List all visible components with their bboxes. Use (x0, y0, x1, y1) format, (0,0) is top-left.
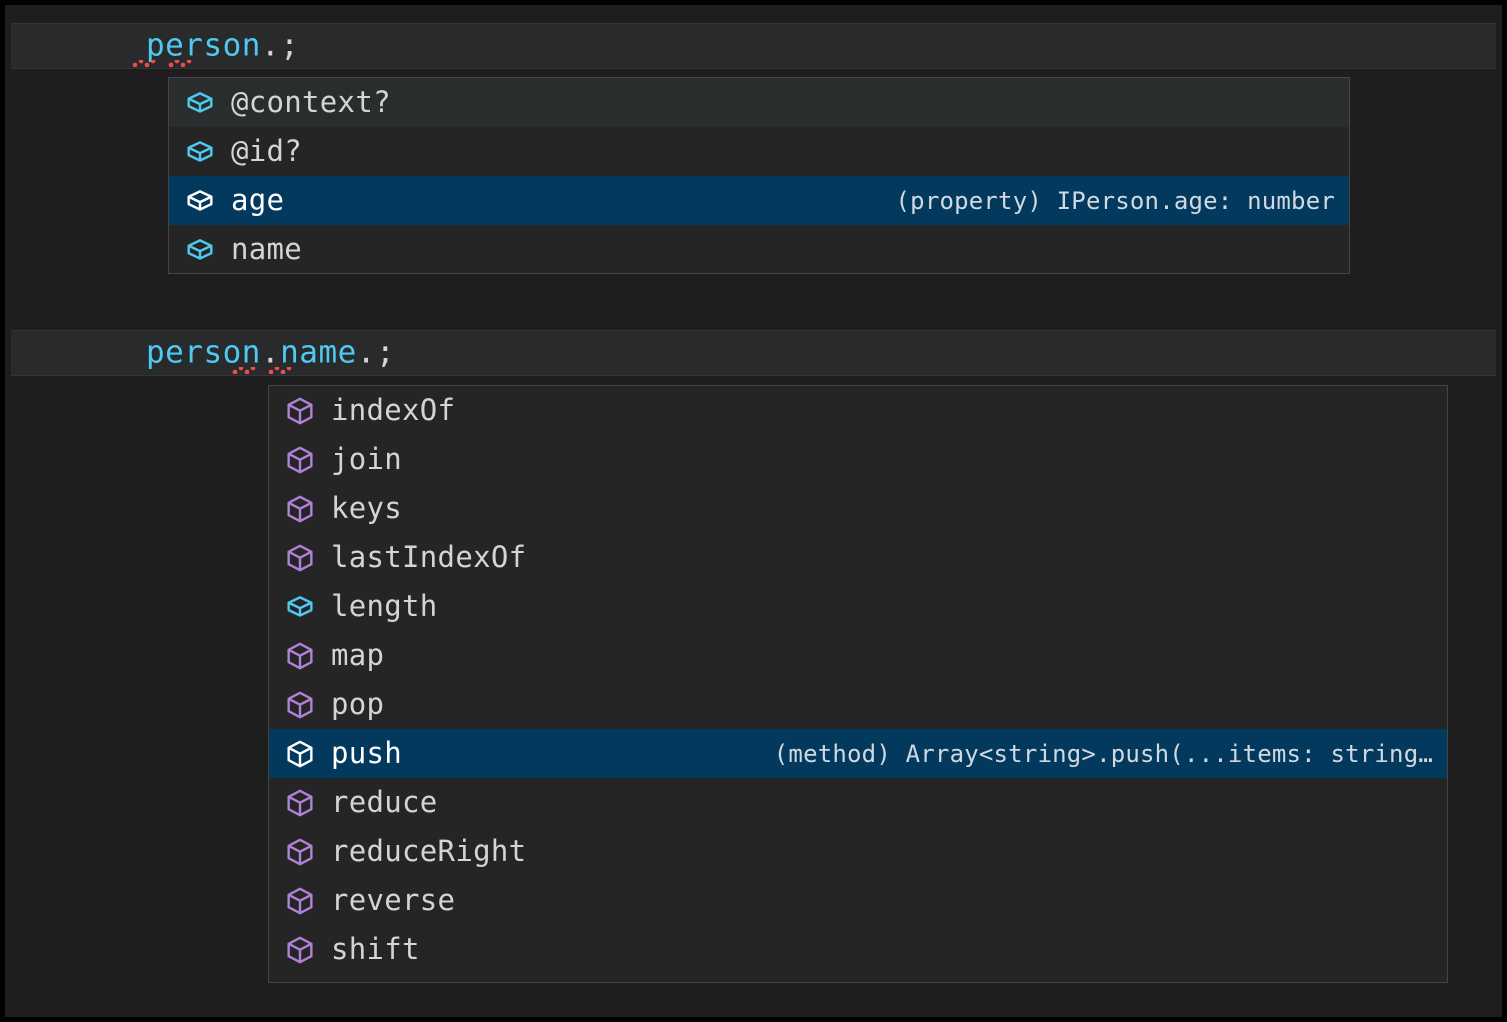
method-cube-icon (287, 789, 313, 816)
suggestion-item-label: length (331, 589, 438, 623)
property-cube-icon (187, 91, 213, 113)
suggestion-item-label: reverse (331, 883, 456, 917)
suggestion-item-label: @id? (231, 134, 303, 168)
method-cube-icon (287, 446, 313, 473)
suggestion-item-keys[interactable]: keys (269, 484, 1447, 533)
suggestion-item-lastindexof[interactable]: lastIndexOf (269, 533, 1447, 582)
suggestion-item-label: name (231, 232, 303, 266)
suggestion-item-label: @context? (231, 85, 391, 119)
method-cube-icon (287, 495, 313, 522)
suggestion-item-detail: (property) IPerson.age: number (895, 186, 1335, 215)
token-punctuation-dot-semicolon: .; (260, 27, 300, 64)
suggestion-item-reduceright[interactable]: reduceRight (269, 827, 1447, 876)
suggestion-item-context[interactable]: @context? (169, 78, 1349, 127)
method-cube-icon (287, 397, 313, 424)
suggestion-item-indexof[interactable]: indexOf (269, 386, 1447, 435)
suggestion-item-age[interactable]: age (property) IPerson.age: number (169, 176, 1349, 225)
suggestion-item-label: age (231, 183, 285, 217)
editor-line-1[interactable]: person.; (11, 23, 1496, 69)
method-cube-icon (287, 936, 313, 963)
token-identifier-name: name (280, 334, 357, 371)
property-cube-icon (187, 189, 213, 211)
suggestion-item-id[interactable]: @id? (169, 127, 1349, 176)
suggestion-item-push[interactable]: push (method) Array<string>.push(...item… (269, 729, 1447, 778)
method-cube-icon (287, 740, 313, 767)
suggestion-popup-person-members[interactable]: @context? @id? age (property) (168, 77, 1350, 274)
token-identifier-person: person (145, 334, 261, 371)
method-cube-icon (287, 838, 313, 865)
suggestion-item-shift[interactable]: shift (269, 925, 1447, 974)
suggestion-item-label: indexOf (331, 393, 456, 427)
token-punctuation-dot-semicolon: .; (356, 334, 396, 371)
token-punctuation-dot: . (260, 334, 281, 371)
method-cube-icon (287, 691, 313, 718)
suggestion-popup-name-members[interactable]: indexOf join keys (268, 385, 1448, 983)
suggestion-item-name[interactable]: name (169, 225, 1349, 273)
editor-line-2-text: person.name.; (31, 307, 395, 400)
suggestion-item-join[interactable]: join (269, 435, 1447, 484)
suggestion-item-detail: (method) Array<string>.push(...items: st… (773, 739, 1433, 768)
suggestion-item-label: shift (331, 932, 420, 966)
property-cube-icon (187, 140, 213, 162)
property-cube-icon (187, 238, 213, 260)
suggestion-item-label: keys (331, 491, 403, 525)
token-identifier-person: person (145, 27, 261, 64)
suggestion-item-label: pop (331, 687, 385, 721)
editor-line-2[interactable]: person.name.; (11, 330, 1496, 376)
suggestion-item-label: reduce (331, 785, 438, 819)
suggestion-item-label: lastIndexOf (331, 540, 527, 574)
property-cube-icon (287, 595, 313, 617)
suggestion-item-label: map (331, 638, 385, 672)
suggestion-item-reverse[interactable]: reverse (269, 876, 1447, 925)
suggestion-item-label: push (331, 736, 403, 770)
method-cube-icon (287, 887, 313, 914)
error-squiggle-line-1-a (132, 60, 156, 67)
error-squiggle-line-1-b (168, 60, 192, 67)
error-squiggle-line-2-a (232, 367, 256, 374)
editor-line-1-text: person.; (31, 5, 300, 93)
suggestion-item-reduce[interactable]: reduce (269, 778, 1447, 827)
method-cube-icon (287, 642, 313, 669)
suggestion-item-length[interactable]: length (269, 582, 1447, 631)
suggestion-item-label: reduceRight (331, 834, 527, 868)
suggestion-item-pop[interactable]: pop (269, 680, 1447, 729)
suggestion-item-label: join (331, 442, 403, 476)
suggestion-item-map[interactable]: map (269, 631, 1447, 680)
error-squiggle-line-2-b (268, 367, 292, 374)
method-cube-icon (287, 544, 313, 571)
